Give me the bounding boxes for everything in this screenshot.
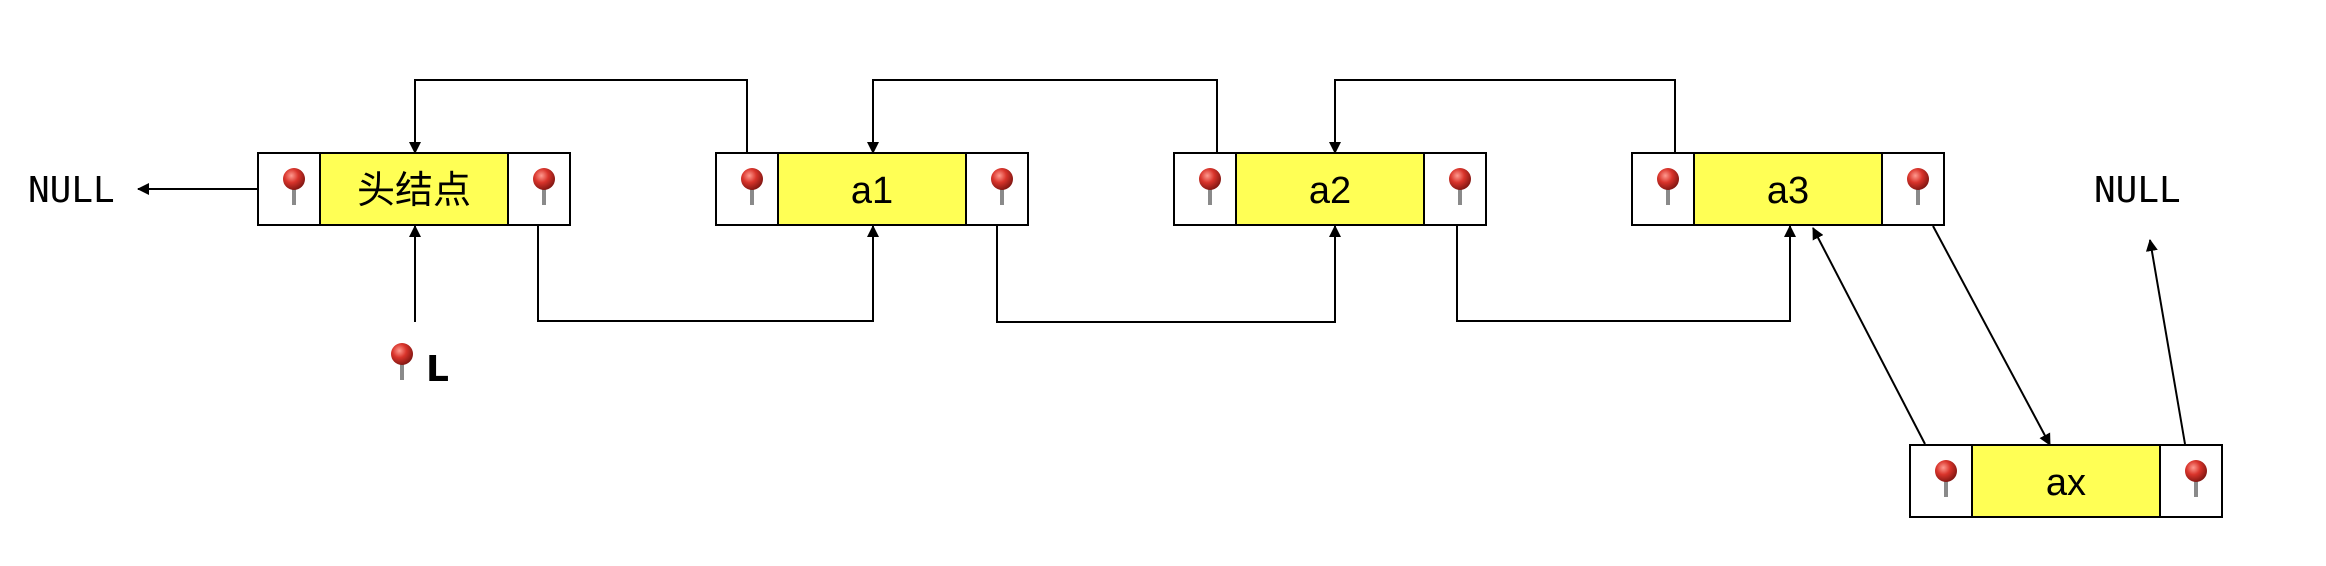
node-a3-label: a3 — [1767, 170, 1809, 212]
node-a2-next-cell — [1423, 152, 1487, 226]
null-left-label: NULL — [28, 170, 115, 211]
arrow-a2-next-to-a3 — [1456, 225, 1796, 322]
node-a1 — [715, 152, 1029, 226]
node-ax — [1909, 444, 2223, 518]
null-right-label: NULL — [2094, 170, 2181, 211]
node-a2-prev-cell — [1173, 152, 1237, 226]
arrow-ax-next-to-null — [2145, 239, 2186, 445]
arrow-head-next-to-a1 — [537, 225, 879, 322]
node-a1-label: a1 — [851, 170, 893, 212]
node-a3 — [1631, 152, 1945, 226]
node-ax-data-cell — [1971, 444, 2161, 518]
node-ax-label: ax — [2046, 462, 2086, 504]
head-pointer-label: L — [426, 349, 449, 390]
node-a2-label: a2 — [1309, 170, 1351, 212]
node-a1-next-cell — [965, 152, 1029, 226]
node-a1-prev-cell — [715, 152, 779, 226]
arrow-a3-prev-to-a2 — [1329, 79, 1676, 154]
node-a3-data-cell — [1693, 152, 1883, 226]
arrow-a1-prev-to-head — [409, 79, 748, 154]
node-a3-next-cell — [1881, 152, 1945, 226]
node-head-prev-cell — [257, 152, 321, 226]
pushpin-icon — [391, 343, 413, 380]
arrow-a3-next-to-ax — [1932, 225, 2051, 446]
node-ax-prev-cell — [1909, 444, 1973, 518]
node-a3-prev-cell — [1631, 152, 1695, 226]
node-head-next-cell — [507, 152, 571, 226]
node-a2 — [1173, 152, 1487, 226]
node-ax-next-cell — [2159, 444, 2223, 518]
arrow-ax-prev-to-a3 — [1812, 227, 1926, 445]
node-head-data-cell — [319, 152, 509, 226]
node-a2-data-cell — [1235, 152, 1425, 226]
connectors — [137, 79, 2186, 446]
arrow-a2-prev-to-a1 — [867, 79, 1218, 154]
node-head-label: 头结点 — [357, 170, 471, 212]
arrow-a1-next-to-a2 — [996, 225, 1341, 323]
node-head — [257, 152, 571, 226]
